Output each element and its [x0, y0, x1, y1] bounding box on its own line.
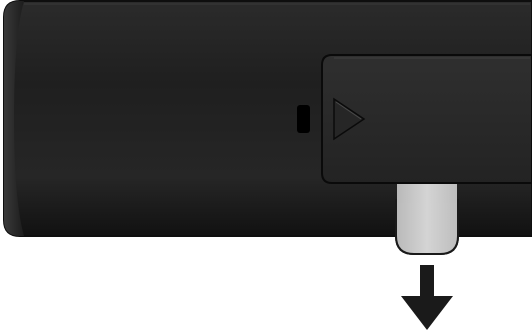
- play-triangle-icon: [333, 97, 366, 141]
- battery-cover[interactable]: [321, 54, 532, 184]
- battery-pull-tab-exposed[interactable]: [395, 181, 459, 255]
- arrow-down-icon: [401, 265, 453, 330]
- latch-slot-icon: [297, 105, 310, 133]
- remote-end-cap: [4, 1, 24, 236]
